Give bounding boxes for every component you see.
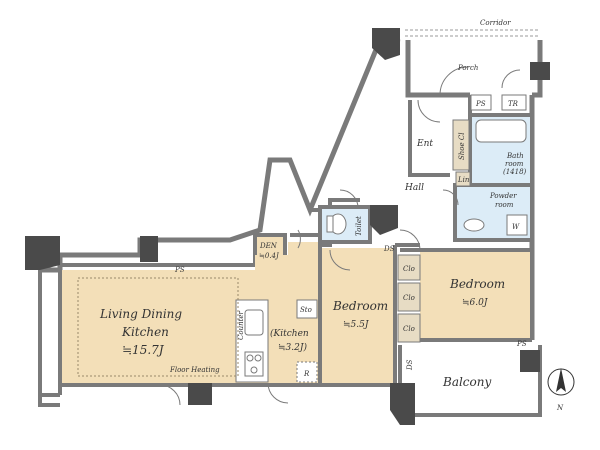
sink bbox=[244, 309, 264, 336]
linen-closet bbox=[455, 171, 471, 187]
bedroom1-label-2: ≒5.5J bbox=[343, 320, 370, 330]
closet3-label: Clo bbox=[403, 325, 415, 333]
bedroom1-label-1: Bedroom bbox=[332, 299, 388, 313]
tr-label: TR bbox=[508, 100, 519, 108]
ps-left-label: PS bbox=[174, 266, 185, 274]
counter-label: Counter bbox=[237, 310, 245, 340]
column bbox=[25, 236, 60, 270]
hall-label: Hall bbox=[404, 183, 424, 193]
washer-label: W bbox=[512, 223, 520, 231]
column bbox=[370, 205, 398, 235]
living-label-1: Living Dining bbox=[99, 307, 182, 321]
ent-label: Ent bbox=[416, 139, 433, 149]
column bbox=[520, 350, 540, 372]
balcony-floor bbox=[402, 347, 538, 413]
bath-label-2: room bbox=[505, 160, 524, 168]
powder-label-2: room bbox=[495, 201, 514, 209]
floor-heating-zone bbox=[77, 277, 239, 377]
stove bbox=[244, 351, 264, 377]
corridor-label: Corridor bbox=[480, 19, 511, 27]
den-floor bbox=[257, 237, 283, 263]
linen-label: Lin bbox=[457, 176, 470, 184]
closet-1 bbox=[397, 254, 421, 281]
bedroom2-label-2: ≒6.0J bbox=[462, 298, 489, 308]
storage-label: Sto bbox=[300, 306, 312, 314]
burner bbox=[246, 354, 254, 362]
ps-right-label: PS bbox=[516, 340, 527, 348]
column bbox=[372, 28, 400, 60]
bath-label-3: (1418) bbox=[503, 168, 527, 176]
room-labels: Porch PS TR Ent Shoe Cl Bath room (1418)… bbox=[99, 64, 527, 389]
door-swings bbox=[159, 66, 521, 406]
refrigerator-space bbox=[296, 361, 318, 383]
toilet-tank bbox=[326, 215, 334, 233]
kitchen-label-1: (Kitchen bbox=[270, 328, 309, 339]
bedroom1-floor bbox=[322, 248, 393, 383]
compass: N bbox=[547, 368, 575, 412]
shoe-closet-label: Shoe Cl bbox=[458, 133, 466, 160]
column bbox=[188, 383, 212, 405]
living-label-3: ≒15.7J bbox=[122, 343, 165, 357]
kitchen-storage bbox=[296, 299, 318, 319]
bathtub bbox=[475, 119, 527, 143]
closet-2 bbox=[397, 282, 421, 312]
closet1-label: Clo bbox=[403, 265, 415, 273]
balcony-label: Balcony bbox=[442, 375, 491, 389]
column bbox=[530, 62, 550, 80]
corridor-area: Corridor bbox=[405, 19, 540, 37]
closet2-label: Clo bbox=[403, 294, 415, 302]
rooms bbox=[62, 94, 538, 413]
north-label: N bbox=[556, 404, 564, 412]
ds-top-label: DS bbox=[383, 245, 395, 253]
refrigerator-label: R bbox=[303, 370, 310, 378]
structural-columns bbox=[25, 28, 550, 425]
shoe-closet bbox=[452, 119, 470, 171]
porch-label: Porch bbox=[457, 64, 478, 72]
den-label-1: DEN bbox=[259, 242, 278, 250]
bedroom2-label-1: Bedroom bbox=[449, 277, 505, 291]
closet-3 bbox=[397, 313, 421, 343]
toilet-label: Toilet bbox=[355, 216, 363, 236]
column bbox=[390, 383, 415, 425]
ps-box-top bbox=[470, 94, 492, 111]
living-label-2: Kitchen bbox=[121, 325, 169, 339]
interior-walls bbox=[38, 95, 542, 417]
floor-heating-label: Floor Heating bbox=[169, 366, 220, 374]
powder-label-1: Powder bbox=[489, 192, 517, 200]
washing-machine bbox=[506, 214, 528, 236]
north-arrow-icon bbox=[556, 368, 566, 392]
column bbox=[140, 236, 158, 262]
ds-side-label: DS bbox=[406, 359, 414, 371]
ps-top-label: PS bbox=[475, 100, 486, 108]
bedroom2-floor bbox=[420, 252, 530, 338]
bath-label-1: Bath bbox=[506, 152, 524, 160]
washbasin bbox=[463, 218, 485, 232]
den-label-2: ≒0.4J bbox=[259, 252, 280, 260]
burner bbox=[254, 354, 262, 362]
tr-box bbox=[501, 94, 527, 111]
kitchen-label-2: ≒3.2J) bbox=[278, 342, 307, 353]
burner bbox=[250, 366, 258, 374]
